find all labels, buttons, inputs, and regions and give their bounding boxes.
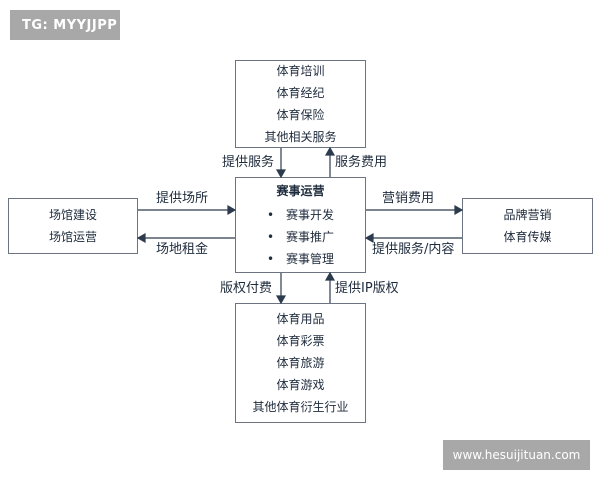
left-box-line: 场馆建设 xyxy=(48,208,97,222)
arrow-top-down-head xyxy=(275,169,287,179)
label-right-in: 提供服务/内容 xyxy=(372,242,455,257)
label-right-out: 营销费用 xyxy=(382,191,435,206)
left-box: 场馆建设 场馆运营 xyxy=(8,198,138,254)
center-box-item: • 赛事管理 xyxy=(267,248,334,270)
bullet-icon: • xyxy=(266,208,275,222)
arrow-bottom-up-head xyxy=(324,271,336,281)
bottom-box: 体育用品 体育彩票 体育旅游 体育游戏 其他体育衍生行业 xyxy=(235,303,366,423)
arrow-left-in-head xyxy=(227,204,237,216)
center-box-item: • 赛事开发 xyxy=(267,204,334,226)
center-box: 赛事运营 • 赛事开发 • 赛事推广 • 赛事管理 xyxy=(235,177,366,273)
center-box-item-text: 赛事推广 xyxy=(286,230,335,244)
bottom-box-line: 体育用品 xyxy=(276,312,325,326)
top-box: 体育培训 体育经纪 体育保险 其他相关服务 xyxy=(235,60,366,148)
arrow-right-in-head xyxy=(364,232,374,244)
center-box-item-text: 赛事开发 xyxy=(286,208,335,222)
label-bottom-down: 版权付费 xyxy=(220,281,273,296)
bullet-icon: • xyxy=(266,230,275,244)
arrow-right-out-head xyxy=(454,204,464,216)
arrow-top-up-head xyxy=(324,146,336,156)
center-box-title: 赛事运营 xyxy=(276,184,325,198)
label-bottom-up: 提供IP版权 xyxy=(335,281,399,296)
top-box-line: 体育培训 xyxy=(276,64,325,78)
bottom-box-line: 体育游戏 xyxy=(276,378,325,392)
label-left-in: 提供场所 xyxy=(156,191,209,206)
arrow-bottom-down-head xyxy=(275,295,287,305)
bottom-box-line: 体育旅游 xyxy=(276,356,325,370)
center-box-item-text: 赛事管理 xyxy=(286,252,335,266)
label-top-up: 服务费用 xyxy=(335,155,388,170)
label-top-down: 提供服务 xyxy=(222,155,275,170)
left-box-line: 场馆运营 xyxy=(48,230,97,244)
bullet-icon: • xyxy=(266,252,275,266)
bottom-box-line: 其他体育衍生行业 xyxy=(252,400,349,414)
arrow-left-out-head xyxy=(136,232,146,244)
watermark-top-left: TG: MYYJJPP xyxy=(10,10,120,40)
top-box-line: 体育经纪 xyxy=(276,86,325,100)
watermark-top-text: TG: MYYJJPP xyxy=(22,17,118,33)
watermark-bottom-right: www.hesuijituan.com xyxy=(443,440,590,470)
watermark-bottom-text: www.hesuijituan.com xyxy=(452,448,581,462)
center-box-item: • 赛事推广 xyxy=(267,226,334,248)
right-box-line: 品牌营销 xyxy=(503,208,552,222)
bottom-box-line: 体育彩票 xyxy=(276,334,325,348)
right-box: 品牌营销 体育传媒 xyxy=(462,198,593,254)
right-box-line: 体育传媒 xyxy=(503,230,552,244)
top-box-line: 其他相关服务 xyxy=(264,130,337,144)
top-box-line: 体育保险 xyxy=(276,108,325,122)
label-left-out: 场地租金 xyxy=(156,242,209,257)
